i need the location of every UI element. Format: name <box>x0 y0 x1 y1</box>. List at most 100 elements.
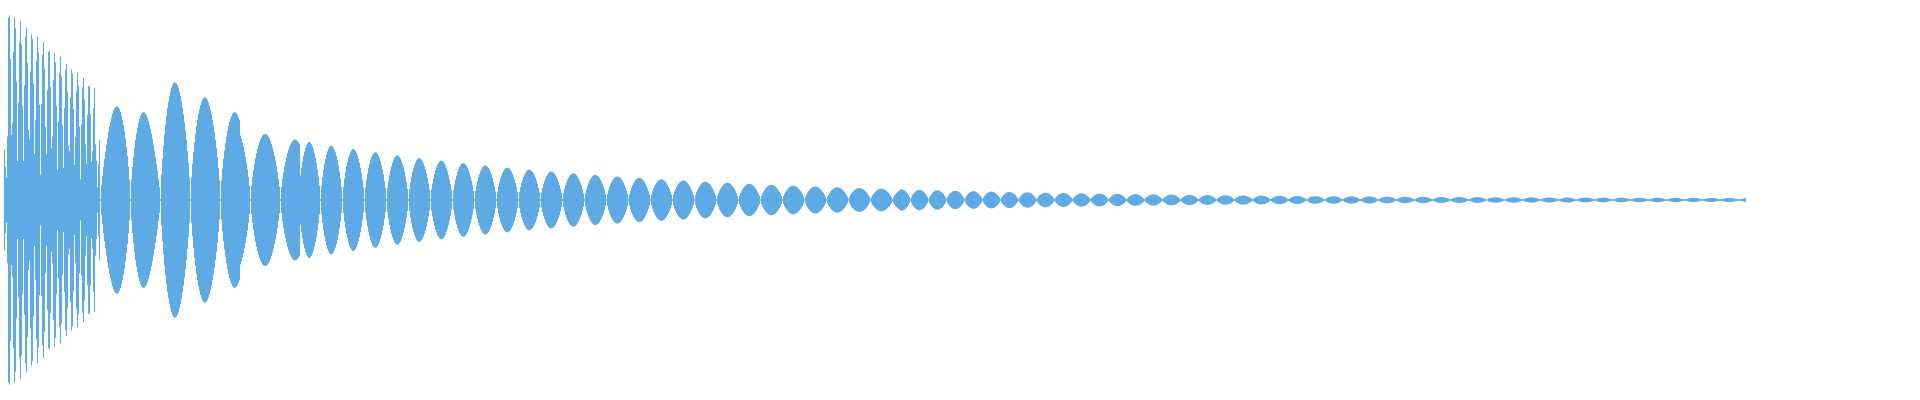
waveform-sample <box>1449 199 1450 201</box>
waveform-sample <box>797 187 798 213</box>
waveform-sample <box>630 190 631 210</box>
waveform-sample <box>906 192 907 208</box>
waveform-sample <box>404 171 405 229</box>
waveform-sample <box>1604 197 1605 203</box>
waveform-sample <box>1044 192 1045 208</box>
waveform-sample <box>429 189 430 211</box>
waveform-sample <box>1635 198 1636 202</box>
waveform-sample <box>469 173 470 227</box>
waveform-sample <box>1609 198 1610 202</box>
waveform-sample <box>337 160 338 240</box>
waveform-sample <box>248 176 249 224</box>
waveform-sample <box>606 199 607 201</box>
waveform-sample <box>817 187 818 213</box>
waveform-sample <box>400 158 401 242</box>
waveform-sample <box>1456 197 1457 203</box>
waveform-sample <box>1268 198 1269 203</box>
waveform-sample <box>1660 198 1661 202</box>
waveform-sample <box>1719 199 1720 201</box>
waveform-sample <box>939 190 940 210</box>
waveform-sample <box>648 191 649 209</box>
waveform-sample <box>1545 197 1546 203</box>
waveform-sample <box>1188 194 1189 206</box>
waveform-sample <box>1466 198 1467 202</box>
waveform-sample <box>1119 194 1120 206</box>
waveform-sample <box>810 188 811 212</box>
waveform-sample <box>202 99 203 301</box>
waveform-sample <box>1696 198 1697 202</box>
waveform-sample <box>1437 197 1438 203</box>
waveform-sample <box>295 139 296 261</box>
waveform-sample <box>1301 196 1302 204</box>
waveform-sample <box>971 191 972 209</box>
waveform-sample <box>360 167 361 233</box>
waveform-sample <box>990 191 991 209</box>
waveform-sample <box>1568 197 1569 203</box>
waveform-sample <box>848 199 849 201</box>
waveform-sample <box>1450 199 1451 201</box>
waveform-sample <box>581 185 582 215</box>
waveform-sample <box>1628 198 1629 201</box>
waveform-sample <box>297 140 298 260</box>
waveform-sample <box>560 188 561 212</box>
waveform-sample <box>1640 197 1641 203</box>
waveform-sample <box>733 187 734 213</box>
waveform-sample <box>1626 198 1627 202</box>
waveform-sample <box>1064 193 1065 207</box>
waveform-sample <box>33 83 34 317</box>
waveform-sample <box>183 114 184 286</box>
waveform-sample <box>1363 197 1364 203</box>
waveform-sample <box>783 196 784 204</box>
waveform-sample <box>1267 197 1268 203</box>
waveform-sample <box>342 199 343 201</box>
waveform-sample <box>664 180 665 220</box>
waveform-sample <box>1553 197 1554 203</box>
waveform-sample <box>776 187 777 213</box>
waveform-sample <box>1101 193 1102 207</box>
waveform-sample <box>964 199 965 201</box>
waveform-sample <box>846 194 847 206</box>
waveform-sample <box>482 167 483 233</box>
waveform-sample <box>1040 194 1041 206</box>
waveform-sample <box>1289 198 1290 202</box>
waveform-sample <box>56 105 57 295</box>
waveform-sample <box>661 179 662 221</box>
waveform-sample <box>471 180 472 220</box>
waveform-sample <box>1083 193 1084 207</box>
waveform-sample <box>921 190 922 210</box>
waveform-sample <box>1505 199 1506 201</box>
waveform-sample <box>795 186 796 214</box>
waveform-sample <box>604 189 605 210</box>
waveform-sample <box>216 148 217 252</box>
waveform-sample <box>1346 197 1347 203</box>
waveform-sample <box>303 156 304 244</box>
waveform-sample <box>603 186 604 214</box>
waveform-sample <box>1720 199 1721 201</box>
waveform-sample <box>1581 198 1582 202</box>
waveform-sample <box>123 125 124 275</box>
waveform-sample <box>1084 194 1085 206</box>
waveform-sample <box>517 192 518 209</box>
waveform-sample <box>238 117 239 284</box>
waveform-sample <box>710 185 711 215</box>
waveform-sample <box>456 175 457 225</box>
waveform-sample <box>322 177 323 223</box>
waveform-sample <box>1446 197 1447 203</box>
waveform-sample <box>617 176 618 224</box>
waveform-sample <box>112 113 113 287</box>
waveform-sample <box>1219 197 1220 203</box>
waveform-sample <box>1562 198 1563 202</box>
waveform-sample <box>1236 197 1237 203</box>
waveform-sample <box>215 140 216 260</box>
waveform-sample <box>1080 193 1081 207</box>
waveform-sample <box>79 126 80 274</box>
waveform-sample <box>363 187 364 213</box>
waveform-sample <box>236 113 237 287</box>
waveform-sample <box>960 193 961 207</box>
waveform-sample <box>499 182 500 218</box>
waveform-sample <box>937 190 938 210</box>
waveform-sample <box>253 169 254 231</box>
waveform-sample <box>1623 197 1624 203</box>
waveform-sample <box>709 184 710 217</box>
waveform-sample <box>1015 195 1016 205</box>
